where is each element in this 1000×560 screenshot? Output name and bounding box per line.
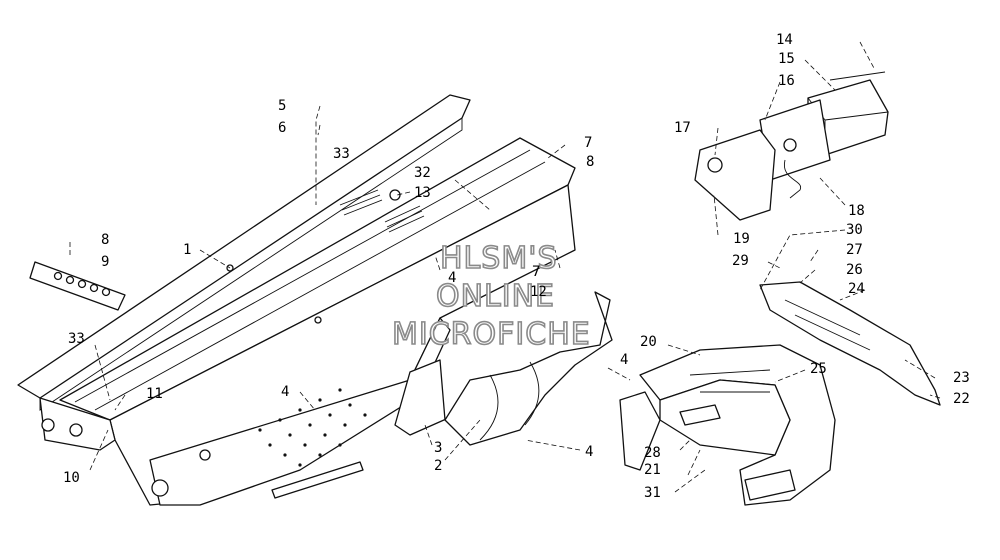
watermark-line-1: HLSM'S [440, 241, 558, 276]
callout-11: 11 [146, 386, 163, 402]
callout-24: 24 [848, 281, 865, 297]
callout-21: 21 [644, 462, 661, 478]
perforated-strip [29, 261, 126, 311]
rear-bumper [619, 344, 836, 506]
tunnel-assembly [17, 94, 576, 506]
callout-20: 20 [640, 334, 657, 350]
callout-30: 30 [846, 222, 863, 238]
callout-23: 23 [953, 370, 970, 386]
callout-31: 31 [644, 485, 661, 501]
watermark: HLSM'S ONLINE MICROFICHE [391, 240, 591, 353]
callout-29: 29 [732, 253, 749, 269]
callout-4-foot: 4 [281, 384, 289, 400]
callout-19: 19 [733, 231, 750, 247]
callout-12: 12 [530, 284, 547, 300]
callout-13: 13 [414, 185, 431, 201]
callout-15: 15 [778, 51, 795, 67]
callout-4-flap: 4 [620, 352, 628, 368]
callout-8-strip: 8 [101, 232, 109, 248]
callout-5: 5 [278, 98, 286, 114]
watermark-line-3: MICROFICHE [392, 317, 591, 352]
callout-7-mid: 7 [532, 264, 540, 280]
callout-32: 32 [414, 165, 431, 181]
callout-7-top: 7 [584, 135, 592, 151]
callout-1: 1 [183, 242, 191, 258]
callout-4-tunnel: 4 [448, 270, 456, 286]
snow-flap [444, 291, 613, 446]
callout-27: 27 [846, 242, 863, 258]
callout-9: 9 [101, 254, 109, 270]
callout-26: 26 [846, 262, 863, 278]
callout-16: 16 [778, 73, 795, 89]
callout-6: 6 [278, 120, 286, 136]
callout-4-lower: 4 [585, 444, 593, 460]
callout-25: 25 [810, 361, 827, 377]
mud-flap [759, 281, 941, 406]
callout-28: 28 [644, 445, 661, 461]
callout-33-top: 33 [333, 146, 350, 162]
callout-33-left: 33 [68, 331, 85, 347]
callout-2: 2 [434, 458, 442, 474]
callout-14: 14 [776, 32, 793, 48]
callout-22: 22 [953, 391, 970, 407]
callout-17: 17 [674, 120, 691, 136]
foot-plate-perforations [258, 388, 367, 467]
callout-3: 3 [434, 440, 442, 456]
callout-labels: 1 2 3 4 4 4 4 5 6 7 7 8 8 9 10 11 12 13 … [63, 32, 970, 501]
watermark-line-2: ONLINE [436, 279, 555, 314]
leader-lines [69, 41, 941, 493]
callout-8-top: 8 [586, 154, 594, 170]
tail-light-assembly [694, 71, 889, 221]
callout-10: 10 [63, 470, 80, 486]
callout-18: 18 [848, 203, 865, 219]
